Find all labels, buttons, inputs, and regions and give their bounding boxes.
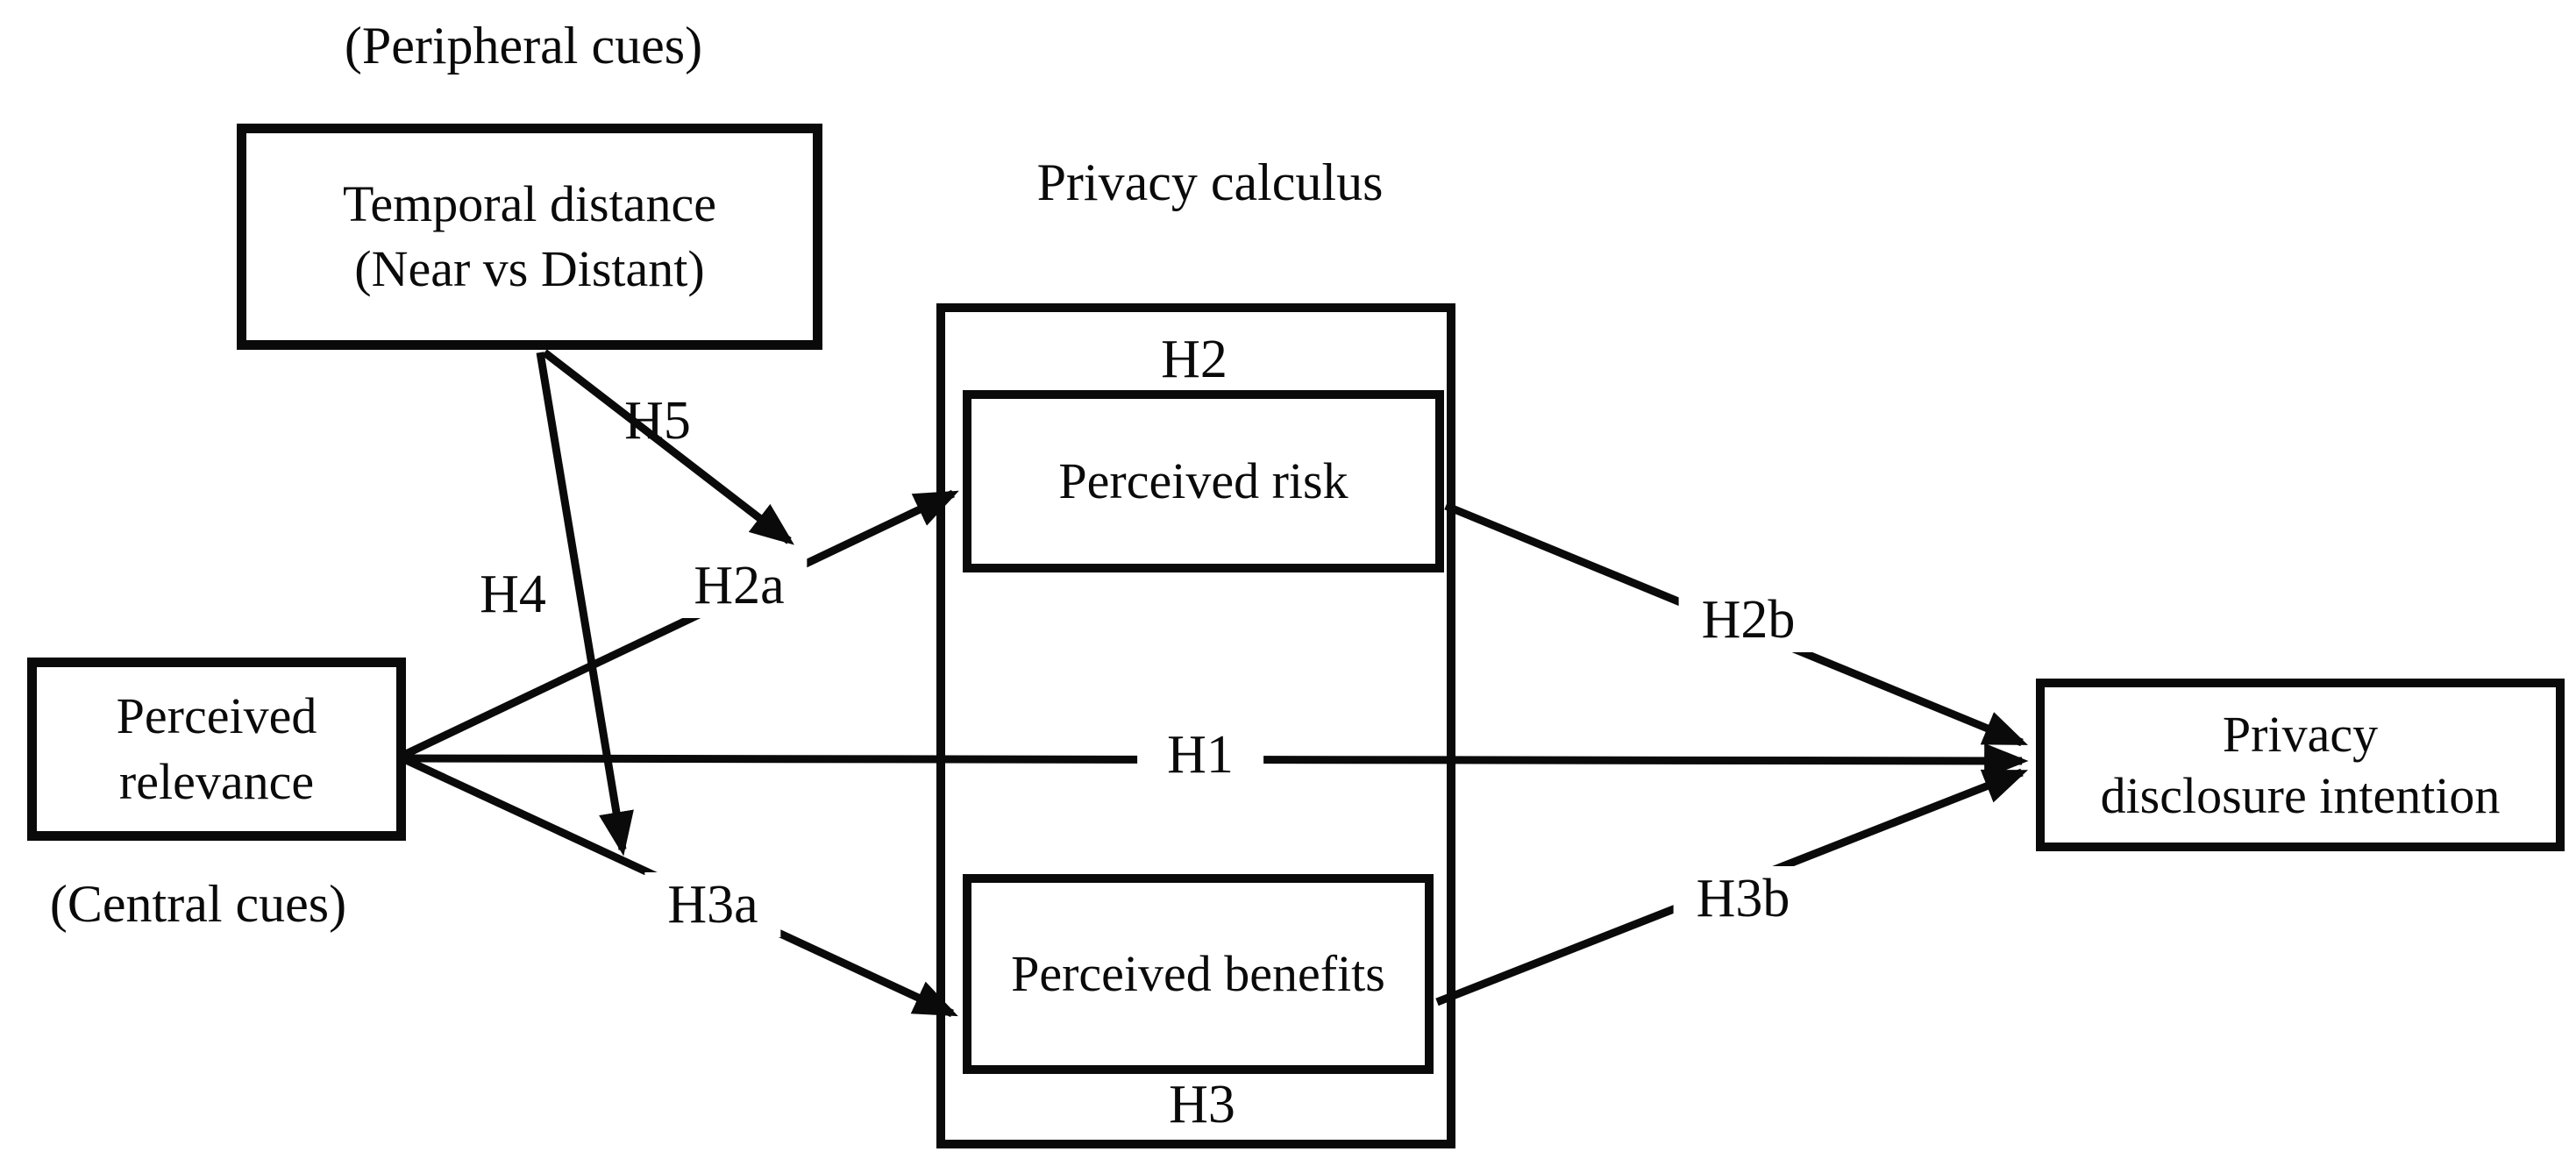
perceived-benefits-box: Perceived benefits [963, 874, 1434, 1074]
h2b-label: H2b [1678, 587, 1818, 652]
privacy-disclosure-intention-label-line1: Privacy [2222, 705, 2379, 763]
perceived-benefits-label: Perceived benefits [1011, 944, 1385, 1002]
h3-label: H3 [1169, 1075, 1235, 1134]
h1-label: H1 [1137, 722, 1263, 787]
perceived-risk-box: Perceived risk [963, 390, 1444, 572]
perceived-relevance-box: Perceived relevance [27, 658, 406, 841]
h3a-label: H3a [644, 872, 781, 937]
privacy-calculus-box [936, 303, 1455, 1148]
h2a-label: H2a [671, 553, 808, 618]
privacy-disclosure-intention-label-line2: disclosure intention [2100, 766, 2501, 824]
temporal-distance-box: Temporal distance (Near vs Distant) [237, 124, 822, 350]
h5-label: H5 [624, 391, 691, 451]
h2a-arrow [402, 489, 959, 759]
h4-moderation-arrow [536, 352, 634, 857]
h5-moderation-arrow [542, 349, 794, 545]
h4-label: H4 [480, 565, 546, 624]
temporal-distance-label-line1: Temporal distance [343, 174, 716, 232]
privacy-disclosure-intention-box: Privacy disclosure intention [2036, 679, 2565, 851]
perceived-relevance-label-line2: relevance [118, 752, 315, 810]
central-cues-annotation: (Central cues) [49, 875, 347, 933]
h3b-label: H3b [1673, 866, 1813, 931]
perceived-risk-label: Perceived risk [1058, 451, 1348, 509]
perceived-relevance-label-line1: Perceived [116, 687, 317, 745]
peripheral-cues-annotation: (Peripheral cues) [344, 17, 703, 75]
h2-label: H2 [1161, 330, 1228, 389]
temporal-distance-label-line2: (Near vs Distant) [354, 240, 705, 297]
privacy-calculus-annotation: Privacy calculus [1036, 153, 1384, 211]
